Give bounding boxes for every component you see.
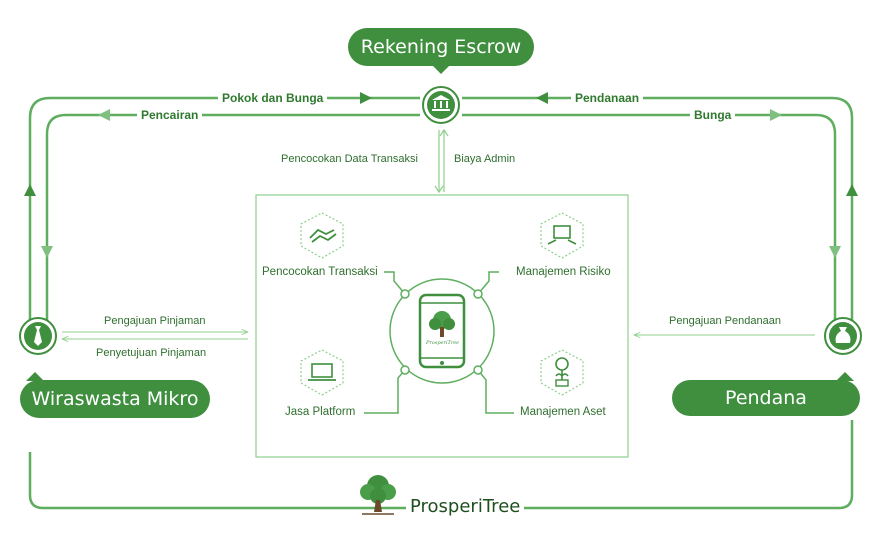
arrow-down-right (829, 246, 841, 258)
arrow-up-left (24, 184, 36, 196)
escrow-label: Rekening Escrow (360, 36, 522, 58)
bottom-loop (28, 420, 854, 510)
tie-icon (19, 317, 57, 355)
phone-caption: ProsperiTree (426, 340, 460, 346)
flow-principal-interest: Pokok dan Bunga (218, 91, 328, 105)
service-transaction-matching: Pencocokan Transaksi (262, 266, 378, 278)
flow-interest: Bunga (690, 108, 736, 122)
arrow-interest (770, 109, 782, 121)
lender-label: Pendana (725, 387, 807, 409)
bank-icon (422, 86, 460, 124)
lender-node: Pendana (672, 372, 860, 416)
flow-loan-approval: Penyetujuan Pinjaman (96, 347, 207, 359)
plant-coin-icon (540, 349, 584, 396)
flow-disbursement: Pencairan (137, 108, 203, 122)
service-connectors (364, 271, 514, 414)
money-hands-icon (540, 212, 584, 259)
arrow-up-right (846, 184, 858, 196)
arrow-disbursement (98, 109, 110, 121)
center-circle (389, 278, 495, 384)
borrower-label: Wiraswasta Mikro (31, 388, 199, 410)
arrow-down-left (41, 246, 53, 258)
escrow-node: Rekening Escrow (348, 28, 534, 74)
flow-funding: Pendanaan (571, 91, 644, 105)
flow-funding-application: Pengajuan Pendanaan (669, 315, 781, 327)
laptop-icon (300, 349, 344, 396)
platform-box (255, 194, 629, 458)
arrow-funding (536, 92, 548, 104)
flow-transaction-matching-data: Pencocokan Data Transaksi (281, 153, 418, 165)
inner-flow-right (462, 113, 837, 320)
service-asset-management: Manajemen Aset (520, 406, 606, 418)
brand-name: ProsperiTree (406, 496, 525, 517)
tree-logo-icon (360, 475, 396, 515)
handshake-icon (300, 212, 344, 259)
phone-icon (418, 293, 466, 369)
flow-admin-fee: Biaya Admin (454, 153, 516, 165)
flow-loan-application: Pengajuan Pinjaman (104, 315, 206, 327)
inner-flow-left (45, 113, 420, 320)
outer-flow-right (462, 96, 854, 320)
money-bag-icon (824, 317, 862, 355)
borrower-node: Wiraswasta Mikro (20, 372, 210, 418)
service-risk-management: Manajemen Risiko (516, 266, 611, 278)
arrow-principal (360, 92, 372, 104)
service-platform: Jasa Platform (285, 406, 356, 418)
outer-flow-left (28, 96, 420, 320)
